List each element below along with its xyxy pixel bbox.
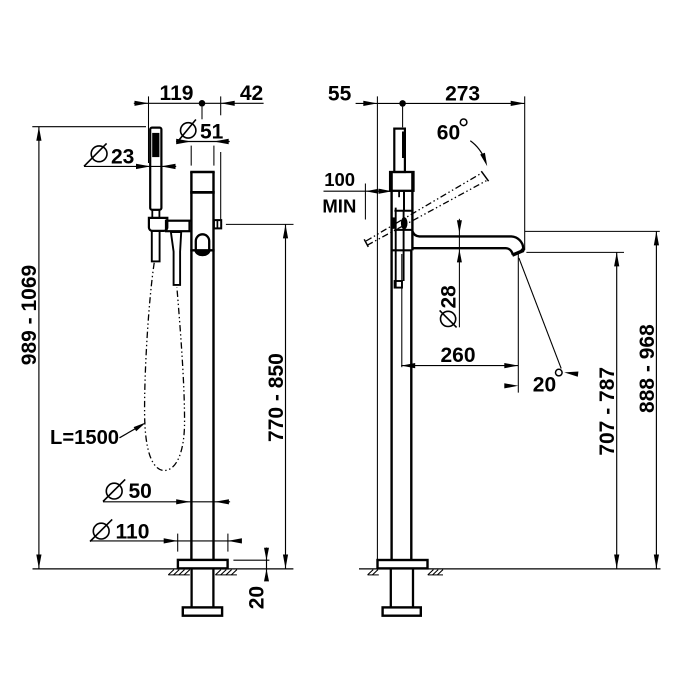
svg-text:60: 60	[437, 121, 460, 144]
svg-text:273: 273	[445, 82, 480, 105]
svg-text:20: 20	[245, 586, 268, 609]
svg-text:42: 42	[240, 82, 263, 105]
svg-text:260: 260	[440, 344, 475, 367]
svg-text:20: 20	[533, 374, 556, 397]
svg-text:707 - 787: 707 - 787	[596, 367, 619, 456]
svg-text:MIN: MIN	[322, 196, 356, 217]
svg-text:100: 100	[324, 169, 355, 190]
svg-text:888 - 968: 888 - 968	[636, 324, 659, 413]
svg-text:770 - 850: 770 - 850	[265, 353, 288, 442]
svg-text:119: 119	[160, 82, 194, 105]
svg-text:51: 51	[200, 120, 224, 143]
svg-text:110: 110	[116, 520, 150, 543]
svg-text:L=1500: L=1500	[50, 427, 119, 449]
svg-text:23: 23	[111, 146, 134, 169]
svg-text:50: 50	[129, 480, 152, 503]
svg-text:55: 55	[328, 83, 352, 106]
svg-text:28: 28	[438, 285, 461, 309]
svg-text:989 - 1069: 989 - 1069	[18, 265, 41, 365]
